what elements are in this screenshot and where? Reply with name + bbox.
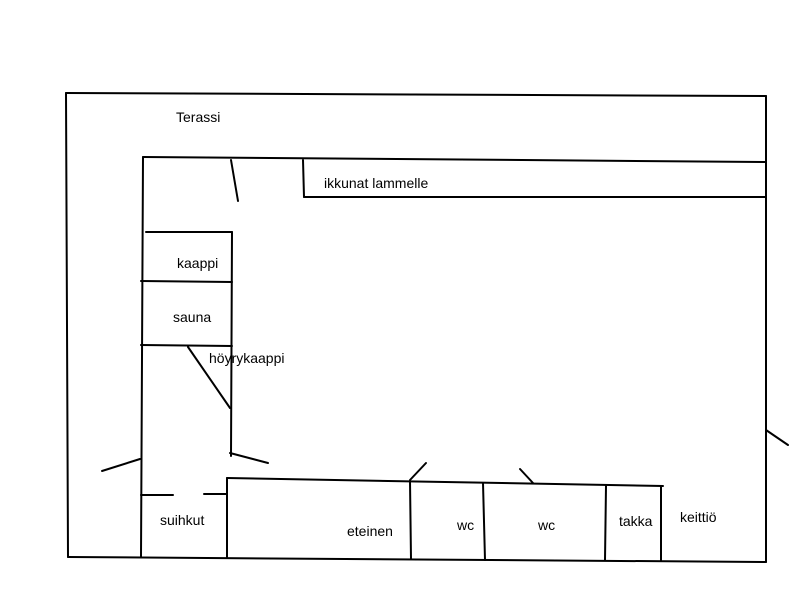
inner-walls (140, 156, 767, 562)
wc-1-label: wc (456, 517, 474, 533)
sauna-label: sauna (173, 309, 211, 325)
fireplace-label: takka (619, 513, 653, 529)
outer-walls (65, 92, 767, 563)
closet-label: kaappi (177, 255, 218, 271)
showers-label: suihkut (160, 512, 204, 528)
steam-closet-label: höyrykaappi (209, 350, 285, 366)
door-swings (101, 159, 789, 484)
kitchen-label: keittiö (680, 509, 717, 525)
terrace-label: Terassi (176, 109, 220, 125)
windows-label: ikkunat lammelle (324, 175, 428, 191)
wc-2-label: wc (537, 517, 555, 533)
hallway-label: eteinen (347, 523, 393, 539)
